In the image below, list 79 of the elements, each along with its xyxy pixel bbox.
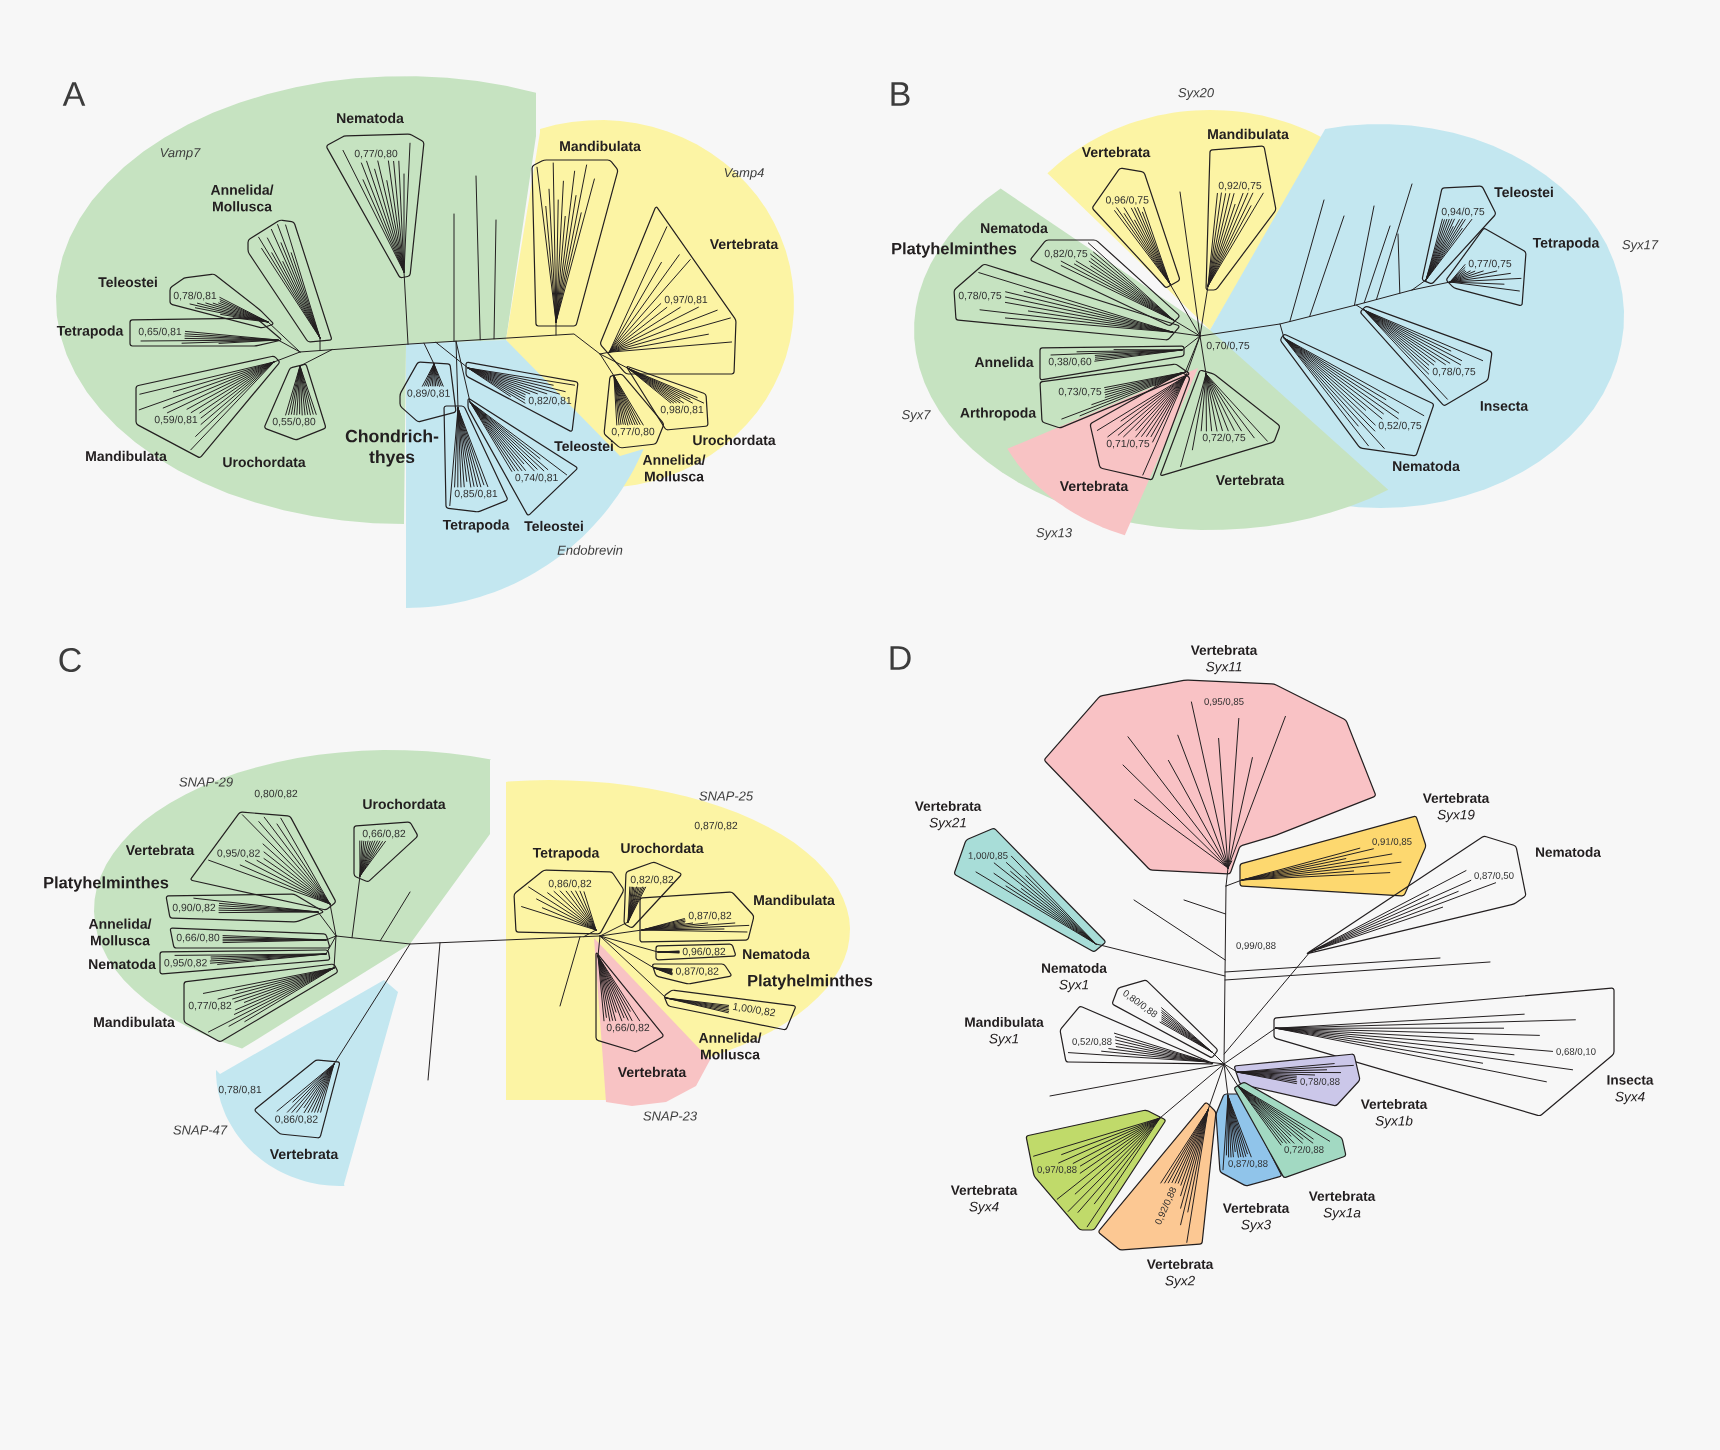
tree-branch [1224,957,1441,973]
clade-name: Platyhelminthes [892,242,1017,258]
tree-branch [1411,281,1451,291]
tree-branch [1133,899,1226,961]
tree-branch [555,321,557,336]
tree-branch [1211,1051,1225,1065]
tree-branch [1223,1063,1239,1087]
clade-name: Chondrich- thyes [345,429,439,467]
clade-name: Platyhelminthes [748,974,873,990]
tree-branch [403,271,409,345]
tree-branch [1049,1063,1225,1097]
tree-backbone [299,333,601,355]
tree-branch [333,943,411,1065]
tree-branch [1183,899,1227,915]
tree-branch [1223,1063,1229,1097]
tree-branch [599,935,659,953]
tree-branch [317,911,337,937]
tree-branch [1199,335,1207,375]
tree-branch [427,942,441,1081]
tree-branch [1173,319,1201,337]
tree-branch [493,219,497,340]
tree-branch [1225,879,1243,887]
tree-branch [435,341,469,369]
panel-letter: B [891,82,910,106]
tree-branch [1169,283,1201,337]
tree-branch [1179,191,1201,337]
tree-branch [599,929,643,937]
tree-branch [599,935,655,969]
tree-branch [1309,215,1345,318]
tree-branch [1225,867,1229,887]
tree-branch [559,936,581,1007]
tree-branch [333,935,337,969]
tree-branch [599,353,615,377]
tree-branch [583,929,597,938]
tree-branch [319,337,321,352]
tree-branch [423,342,435,365]
tree-branch [453,213,455,342]
tree-branch [599,921,629,937]
tree-branch [599,935,667,999]
panel-letter: C [59,647,81,673]
tree-branch [1223,1063,1239,1073]
tree-branch [1207,1063,1225,1111]
tree-branch [1353,205,1375,306]
tree-branch [1355,304,1365,311]
tree-branch [1223,951,1311,1055]
tree-branch [267,321,301,353]
tree-branch [1411,279,1427,291]
tree-branch [597,935,601,957]
tree-branch [379,891,411,942]
tree-branch [325,935,337,955]
tree-branch [1095,943,1226,977]
tree-branch [1375,183,1413,301]
tree-branch [599,353,629,369]
panel-letter: A [62,82,86,106]
tree-branch [1181,335,1201,351]
tree-branch [1223,1027,1277,1065]
tree-branch [1397,233,1401,294]
tree-branch [1279,323,1285,339]
panel-letter: D [890,646,911,670]
tree-branch [599,351,610,355]
tree-branch [299,349,333,367]
tree-branch [351,875,361,939]
clade-name: Platyhelminthes [44,876,169,892]
tree-backbone [1199,289,1413,337]
tree-backbone [335,935,601,945]
tree-branch [1199,285,1209,337]
tree-branch [1224,961,1491,981]
tree-branch [475,175,481,341]
tree-branch [1363,225,1391,304]
tree-branch [455,340,471,403]
tree-branch [1172,331,1201,337]
tree-branch [1159,1063,1225,1119]
tree-branch [329,903,337,937]
tree-branch [455,340,459,409]
tree-branch [273,351,301,363]
tree-branch [277,339,301,353]
tree-branch [1207,1061,1225,1065]
tree-branch [1289,199,1325,323]
tree-branch [325,935,337,941]
